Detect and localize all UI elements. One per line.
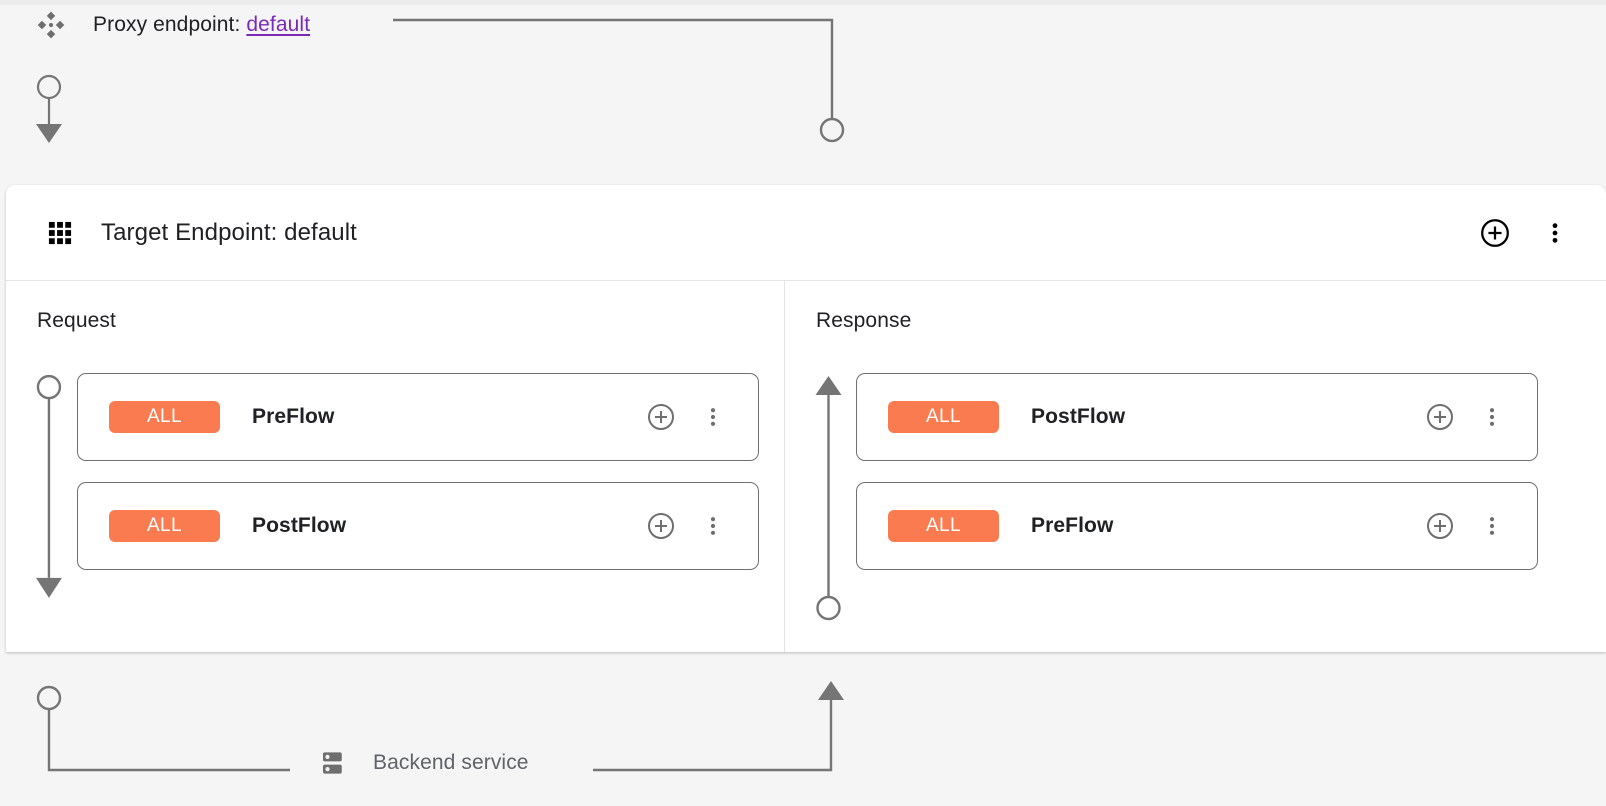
flow-columns: Request ALL PreFlow bbox=[6, 281, 1606, 652]
target-endpoint-panel: Target Endpoint: default bbox=[6, 185, 1606, 652]
more-vert-icon[interactable] bbox=[1477, 511, 1507, 541]
flow-card-label: PostFlow bbox=[252, 514, 347, 537]
flow-card[interactable]: ALL PreFlow bbox=[856, 482, 1538, 570]
add-circle-icon[interactable] bbox=[646, 402, 676, 432]
status-badge: ALL bbox=[888, 510, 999, 542]
proxy-endpoint-row: Proxy endpoint: default bbox=[34, 8, 310, 42]
server-storage-icon bbox=[318, 748, 348, 778]
backend-service-node[interactable]: Backend service bbox=[318, 748, 529, 778]
flow-card-actions bbox=[646, 402, 758, 432]
proxy-endpoint-link[interactable]: default bbox=[246, 13, 311, 36]
add-circle-icon[interactable] bbox=[1478, 216, 1512, 250]
flow-card-actions bbox=[1425, 511, 1537, 541]
device-hub-diamond-icon bbox=[34, 8, 68, 42]
page-title: Target Endpoint: default bbox=[101, 218, 357, 246]
add-circle-icon[interactable] bbox=[646, 511, 676, 541]
response-column: Response ALL PostFlow bbox=[785, 281, 1606, 652]
more-vert-icon[interactable] bbox=[698, 511, 728, 541]
more-vert-icon[interactable] bbox=[1477, 402, 1507, 432]
flow-card-label: PreFlow bbox=[252, 405, 335, 428]
backend-service-label: Backend service bbox=[373, 751, 529, 774]
add-circle-icon[interactable] bbox=[1425, 511, 1455, 541]
response-flow-card-list: ALL PostFlow bbox=[856, 373, 1538, 591]
flow-card-actions bbox=[1425, 402, 1537, 432]
apps-grid-icon bbox=[46, 219, 74, 247]
status-badge: ALL bbox=[109, 510, 220, 542]
request-flow-card-list: ALL PreFlow bbox=[77, 373, 759, 591]
status-badge: ALL bbox=[109, 401, 220, 433]
request-column: Request ALL PreFlow bbox=[6, 281, 785, 652]
flow-card-label: PostFlow bbox=[1031, 405, 1126, 428]
top-strip bbox=[0, 0, 1606, 5]
target-endpoint-header-actions bbox=[1478, 216, 1606, 250]
request-column-title: Request bbox=[37, 309, 116, 332]
target-endpoint-header: Target Endpoint: default bbox=[6, 185, 1606, 281]
add-circle-icon[interactable] bbox=[1425, 402, 1455, 432]
flow-card-actions bbox=[646, 511, 758, 541]
flow-card[interactable]: ALL PostFlow bbox=[77, 482, 759, 570]
status-badge: ALL bbox=[888, 401, 999, 433]
proxy-endpoint-label: Proxy endpoint: default bbox=[93, 13, 310, 37]
flow-card[interactable]: ALL PreFlow bbox=[77, 373, 759, 461]
more-vert-icon[interactable] bbox=[698, 402, 728, 432]
proxy-endpoint-label-prefix: Proxy endpoint: bbox=[93, 13, 241, 36]
response-column-title: Response bbox=[816, 309, 912, 332]
more-vert-icon[interactable] bbox=[1538, 216, 1572, 250]
flow-card-label: PreFlow bbox=[1031, 514, 1114, 537]
flow-card[interactable]: ALL PostFlow bbox=[856, 373, 1538, 461]
